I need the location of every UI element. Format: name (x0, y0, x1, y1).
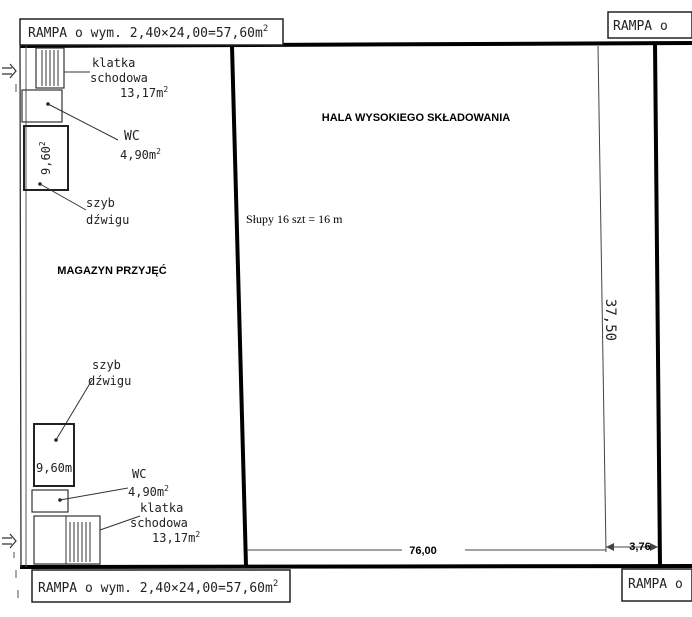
ramp-box-top-right (607, 11, 692, 39)
elevator-shaft-bottom (33, 423, 75, 487)
wc-bottom-label: WC (132, 467, 146, 481)
entrance-arrow-icon-bottom (2, 533, 17, 549)
vertical-dimension-text: 37,50 (602, 299, 618, 341)
staircase-top (35, 47, 65, 89)
right-wall (653, 42, 662, 567)
staircase-top-label-1: klatka (92, 56, 135, 70)
hall-label: HALA WYSOKIEGO SKŁADOWANIA (322, 112, 510, 124)
wc-top-leader (47, 103, 119, 141)
staircase-bottom-label-2: schodowa (130, 516, 188, 530)
left-wall-outer (19, 45, 22, 568)
shaft-top-label-1: szyb (86, 196, 115, 210)
length-dimension-text: 76,00 (409, 545, 437, 557)
entrance-arrow-icon-top (2, 63, 17, 79)
ramp-label-top-right: RAMPA o (613, 19, 668, 34)
shaft-bottom-area: 9,60m (36, 461, 72, 475)
columns-label: Słupy 16 szt = 16 m (246, 212, 343, 226)
vertical-dimension-line (597, 45, 607, 553)
wc-bottom-leader (59, 487, 129, 501)
shaft-top-area: 9,602 (38, 141, 53, 175)
staircase-bottom-label-1: klatka (140, 501, 183, 515)
ramp-box-bottom-right (621, 568, 692, 602)
staircase-top-label-2: schodowa (90, 71, 148, 85)
shaft-top-label-2: dźwigu (86, 213, 129, 227)
receiving-label: MAGAZYN PRZYJĘĆ (57, 264, 166, 277)
shaft-bottom-label-1: szyb (92, 358, 121, 372)
shaft-top-leader (39, 183, 87, 211)
wc-bottom-area: 4,90m2 (128, 484, 169, 499)
partition-wall (230, 45, 248, 567)
staircase-top-area: 13,17m2 (120, 85, 168, 100)
wc-top-label: WC (124, 129, 140, 144)
edge-ticks (13, 84, 19, 598)
dimension-arrow-icon (606, 543, 658, 551)
staircase-bottom-steps (69, 522, 91, 562)
wc-top (21, 89, 63, 123)
bottom-wall (19, 564, 692, 569)
ramp-label-bottom-right: RAMPA o (628, 577, 683, 592)
shaft-bottom-leader (55, 379, 93, 441)
ramp-label-top-left: RAMPA o wym. 2,40×24,00=57,60m2 (28, 24, 268, 41)
elevator-shaft-top (23, 125, 69, 191)
wc-bottom (31, 489, 69, 513)
shaft-bottom-label-2: dźwigu (88, 374, 131, 388)
staircase-bottom (33, 515, 101, 565)
staircase-bottom-leader (99, 515, 141, 531)
ramp-label-bottom-left: RAMPA o wym. 2,40×24,00=57,60m2 (38, 579, 278, 596)
small-dimension-text: 3,76 (629, 541, 650, 553)
ramp-box-bottom-left (31, 569, 291, 603)
shaft-bottom-dot (54, 438, 58, 442)
wc-top-area: 4,90m2 (120, 147, 161, 162)
ramp-box-top-left (19, 18, 284, 46)
staircase-bottom-area: 13,17m2 (152, 530, 200, 545)
staircase-top-steps (41, 50, 59, 86)
